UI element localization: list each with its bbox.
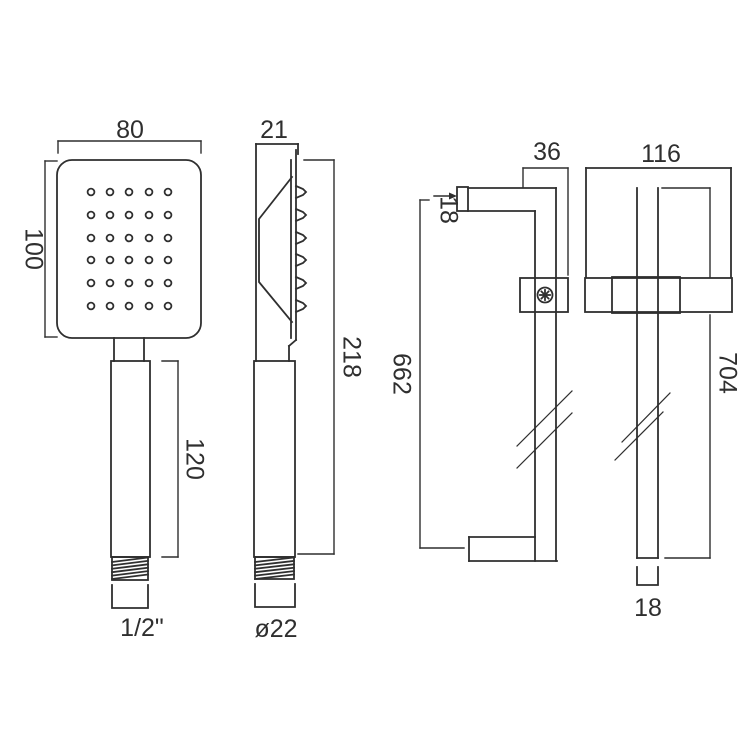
nozzle <box>294 207 308 223</box>
spray-hole <box>163 278 173 288</box>
thread-hatch-line <box>110 570 150 577</box>
dim-head-depth-label: 21 <box>260 116 288 144</box>
spray-hole <box>144 301 154 311</box>
spray-hole <box>163 301 173 311</box>
dim-thread-size-label: 1/2" <box>120 614 164 642</box>
thread-hatch-line <box>110 566 150 574</box>
thread-hatch-line <box>110 559 150 567</box>
handle-body <box>110 360 151 558</box>
dim-overall-height-label: 704 <box>713 352 741 394</box>
spray-hole <box>86 278 96 288</box>
thread-hatch-line <box>254 570 295 577</box>
spray-hole <box>86 210 96 220</box>
spray-hole <box>163 210 173 220</box>
break-line <box>516 390 573 447</box>
break-line <box>621 392 671 443</box>
spray-hole <box>86 301 96 311</box>
break-line <box>516 412 573 469</box>
thread-hatch-line <box>110 573 150 581</box>
slider-bracket <box>519 277 569 313</box>
spray-hole <box>105 187 115 197</box>
thread-hatch-line <box>254 556 295 563</box>
spray-hole <box>105 210 115 220</box>
handle-body <box>253 360 296 558</box>
spray-hole <box>144 278 154 288</box>
shower-head-outline <box>56 159 202 339</box>
spray-hole <box>163 187 173 197</box>
nozzle <box>294 275 308 291</box>
spray-hole <box>105 301 115 311</box>
knob-knurl <box>540 290 550 300</box>
thread-hatch-line <box>254 566 295 574</box>
thread-hatching <box>110 556 150 581</box>
dim-handle-diameter-label: ø22 <box>254 615 297 643</box>
spray-hole <box>105 255 115 265</box>
spray-hole <box>144 210 154 220</box>
spray-hole <box>144 255 154 265</box>
dim-rail-end-width-label: 18 <box>634 594 662 622</box>
thread-hatch-line <box>254 563 295 570</box>
thread-hatch-line <box>254 573 295 580</box>
spray-hole <box>124 255 134 265</box>
spray-hole <box>144 187 154 197</box>
diameter-extent-bracket <box>254 583 296 608</box>
wall-plate <box>456 186 469 212</box>
rail-front-dimensions: 116 704 18 <box>634 140 741 622</box>
spray-hole <box>124 210 134 220</box>
spray-hole <box>163 233 173 243</box>
dim-head-width-label: 80 <box>116 116 144 144</box>
dim-handle-length-label: 120 <box>180 438 208 480</box>
spray-hole <box>144 233 154 243</box>
dim-overall-length-label: 218 <box>337 336 365 378</box>
nozzle-row <box>294 184 308 314</box>
spray-hole <box>86 233 96 243</box>
nozzle <box>294 252 308 268</box>
rail-side-dimensions: 36 18 662 <box>387 138 569 549</box>
handset-side-dimensions: 21 218 ø22 <box>254 116 365 643</box>
spray-hole <box>86 187 96 197</box>
spray-hole <box>163 255 173 265</box>
nozzle <box>294 184 308 200</box>
spray-hole <box>124 233 134 243</box>
handset-side-view <box>253 143 308 608</box>
break-line <box>614 411 664 461</box>
dim-bracket-width-label: 116 <box>641 140 681 168</box>
slider-holder-body <box>611 276 681 314</box>
dim-head-height-label: 100 <box>19 228 47 270</box>
dim-wall-plate-depth-label: 18 <box>434 196 462 224</box>
handset-front-view <box>56 159 202 609</box>
head-taper-crease <box>258 175 294 324</box>
neck-transition <box>287 338 298 348</box>
dim-rail-length-label: 662 <box>387 353 415 395</box>
slider-knob <box>536 286 554 304</box>
thread-hatch-line <box>110 563 150 570</box>
nozzle <box>294 298 308 314</box>
thread-hatching <box>254 556 295 580</box>
handset-front-dimensions: 80 100 120 1/2" <box>19 116 208 642</box>
rail-width-bracket <box>636 566 659 586</box>
spray-hole <box>105 278 115 288</box>
spray-hole <box>105 233 115 243</box>
thread-hatch-line <box>110 556 150 564</box>
spray-hole <box>124 278 134 288</box>
arrowhead <box>449 192 457 200</box>
thread-extent-bracket <box>111 584 149 609</box>
spray-hole <box>124 301 134 311</box>
spray-hole-grid <box>86 187 173 311</box>
nozzle <box>294 230 308 246</box>
spray-hole <box>86 255 96 265</box>
dim-bracket-depth-label: 36 <box>533 138 561 166</box>
spray-hole <box>124 187 134 197</box>
slider-bracket <box>584 277 733 313</box>
rail-side-view <box>456 186 573 562</box>
rail-front-view <box>584 167 733 586</box>
thread-hatch-line <box>254 559 295 567</box>
